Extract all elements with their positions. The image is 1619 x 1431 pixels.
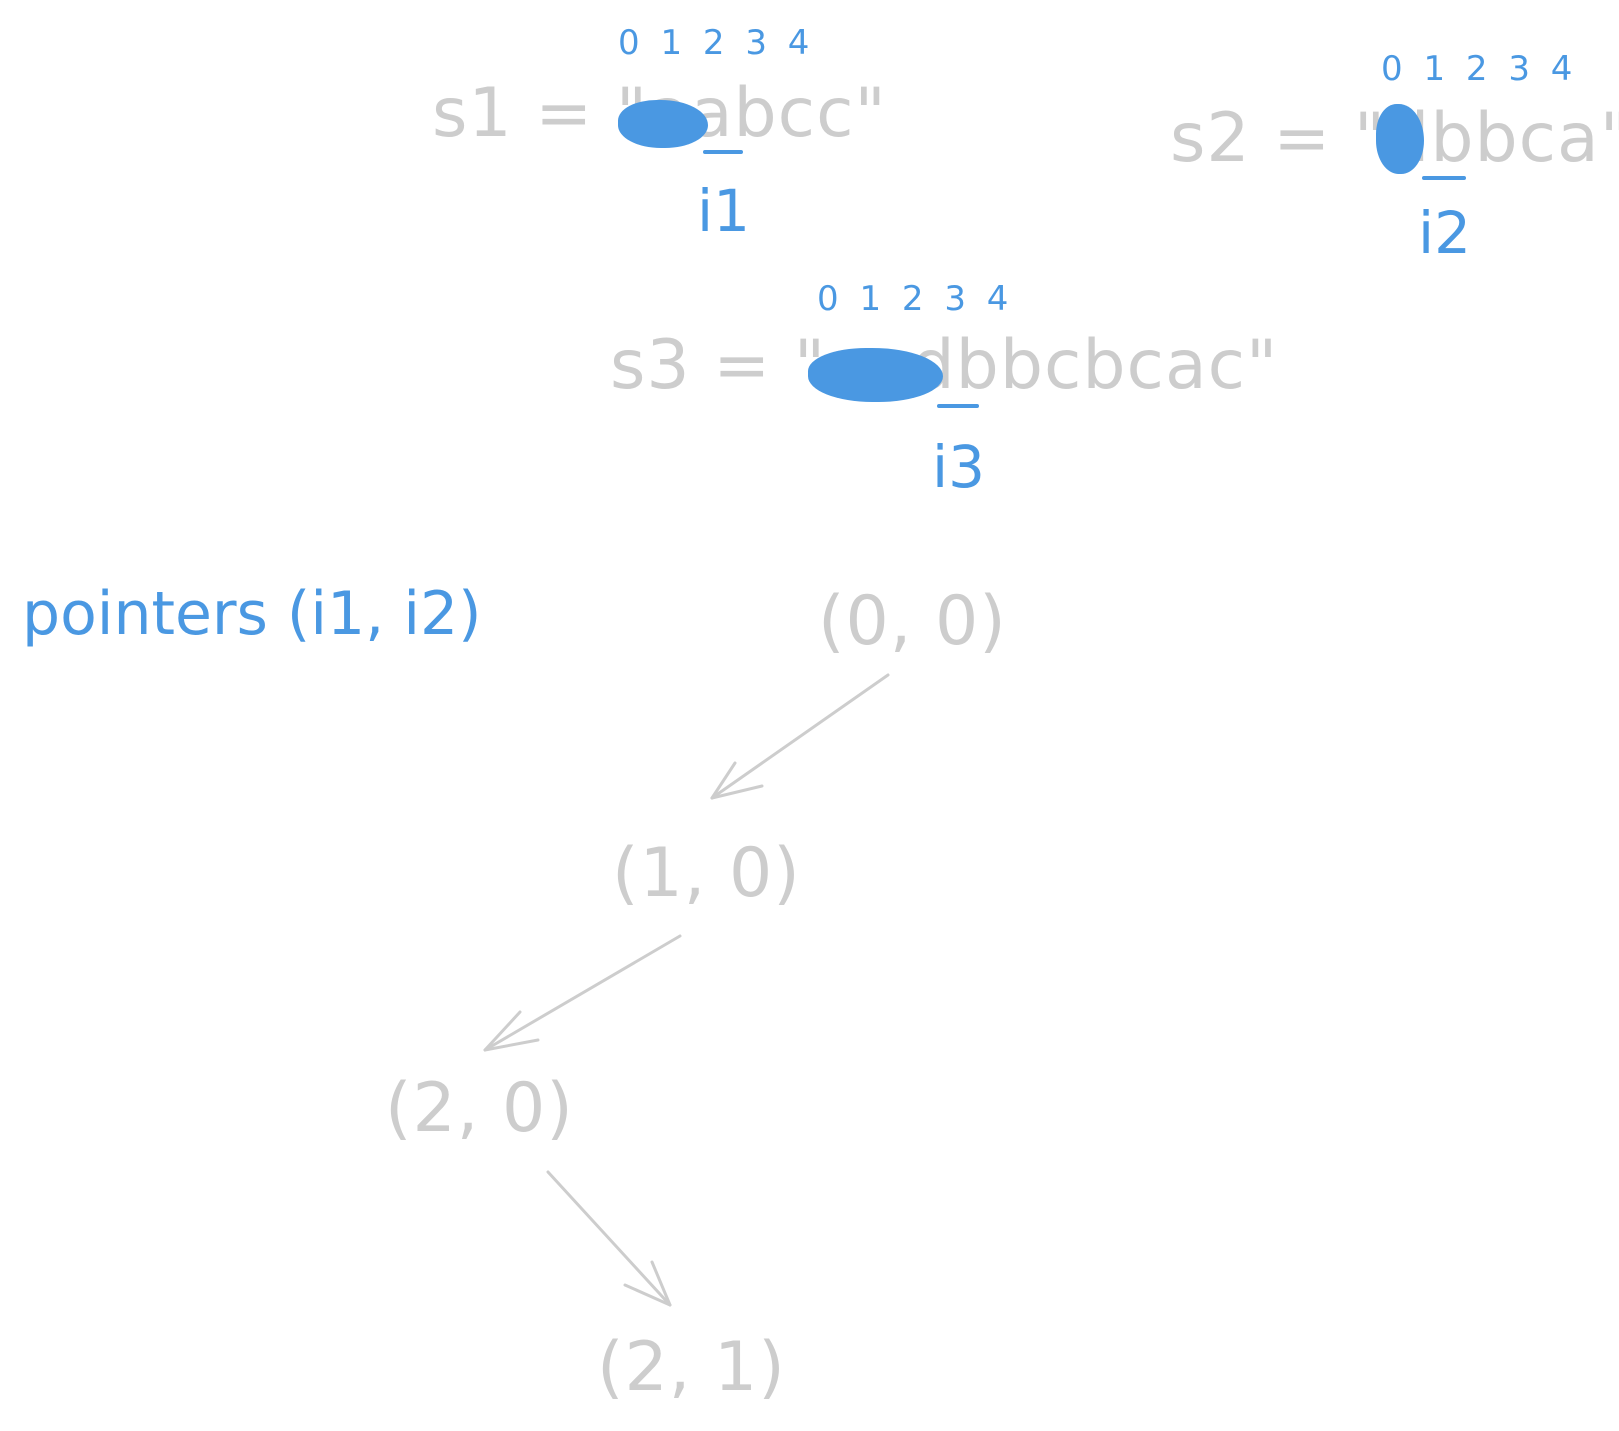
state-node-2: (2, 0) — [385, 1069, 574, 1148]
s1-pointer-underline — [703, 150, 743, 154]
state-node-3: (2, 1) — [597, 1328, 786, 1407]
pointers-label: pointers (i1, i2) — [22, 579, 482, 649]
s3-index-labels: 0 1 2 3 4 — [817, 279, 1009, 319]
arrow-1-to-2 — [483, 934, 682, 1052]
arrow-2-to-3 — [546, 1170, 672, 1307]
s3-scribble-mark — [808, 348, 943, 402]
state-node-0: (0, 0) — [818, 582, 1007, 661]
s2-scribble-mark — [1376, 104, 1424, 174]
s2-index-labels: 0 1 2 3 4 — [1381, 49, 1573, 89]
s2-pointer-label: i2 — [1418, 199, 1472, 267]
s3-pointer-underline — [937, 404, 979, 408]
s1-pointer-label: i1 — [697, 177, 751, 245]
s1-scribble-mark — [618, 100, 708, 148]
s1-index-labels: 0 1 2 3 4 — [618, 23, 810, 63]
s2-pointer-underline — [1422, 176, 1466, 180]
s3-string: s3 = "aadbbcbcac" — [610, 326, 1279, 405]
state-node-1: (1, 0) — [612, 834, 801, 913]
s3-pointer-label: i3 — [932, 433, 986, 501]
arrow-0-to-1 — [710, 673, 890, 800]
